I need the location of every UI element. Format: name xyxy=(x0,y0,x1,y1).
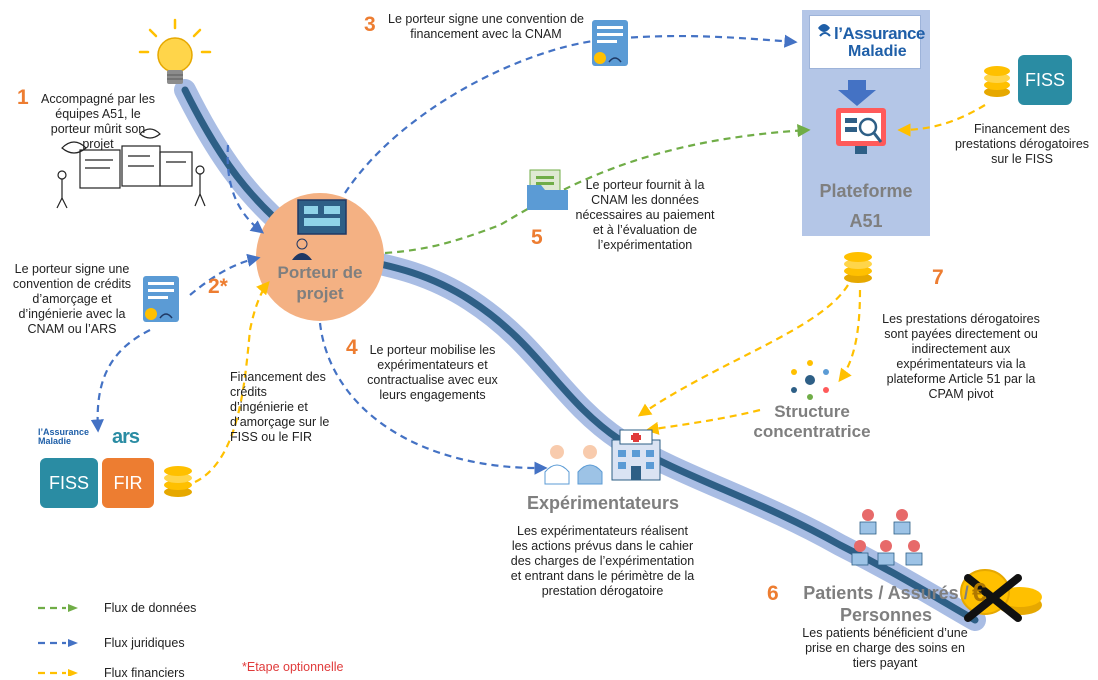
assurance-maladie-logo-mark xyxy=(818,24,831,37)
coin-stack-icon xyxy=(984,66,1010,97)
patients-desc: Les patients bénéficient d’une prise en … xyxy=(802,626,968,670)
coin-stack-icon xyxy=(844,252,872,283)
flux-financier-7b xyxy=(838,289,862,383)
assurance-maladie-logo: l’Assurance Maladie xyxy=(809,15,925,69)
flux-financier-7c xyxy=(645,408,761,435)
step-2-number: 2* xyxy=(208,275,228,298)
ars-logo: ars xyxy=(112,426,140,448)
contract-icon xyxy=(143,276,179,322)
structure-label: Structure concentratrice xyxy=(753,402,871,441)
step-5-number: 5 xyxy=(531,226,543,249)
flux-juridique-4 xyxy=(318,322,548,475)
legend-arrow-juridiques xyxy=(68,639,78,647)
step-1-number: 1 xyxy=(17,86,29,109)
experimentateurs-label: Expérimentateurs xyxy=(526,493,680,513)
am-logo-line2: Maladie xyxy=(848,43,907,60)
footnote-text: *Etape optionnelle xyxy=(242,660,344,674)
legend-arrow-financiers xyxy=(68,669,78,676)
euro-symbol: € xyxy=(972,577,987,607)
monitor-search-icon xyxy=(836,108,886,154)
crossed-euro-icon xyxy=(960,569,1042,622)
lightbulb-icon xyxy=(138,18,212,84)
contract-icon xyxy=(592,20,628,66)
flux-financier-7a xyxy=(637,284,849,417)
hospital-icon xyxy=(611,429,661,481)
step-4-number: 4 xyxy=(346,336,358,359)
legend-label-financiers: Flux financiers xyxy=(104,666,185,680)
step-7-number: 7 xyxy=(932,266,944,289)
porteur-label: Porteur de projet xyxy=(277,263,363,303)
am-small-line2: Maladie xyxy=(38,436,72,446)
footnote-optional-step: *Etape optionnelle xyxy=(242,660,343,674)
legend-label-juridiques: Flux juridiques xyxy=(104,636,185,650)
assurance-maladie-small-logo: l’Assurance Maladie xyxy=(38,428,102,446)
fiss-badge-small: FISS xyxy=(40,458,98,508)
doctor-nurse-icon xyxy=(544,445,603,485)
flux-financier-fiss xyxy=(897,104,986,137)
fir-badge: FIR xyxy=(102,458,154,508)
step-4-text: Le porteur mobilise les expérimentateurs… xyxy=(367,343,498,402)
fiss-badge: FISS xyxy=(1018,55,1072,105)
brainstorm-sketch-icon xyxy=(56,128,206,209)
step-1-text: Accompagné par les équipes A51, le porte… xyxy=(41,92,155,151)
folder-data-icon xyxy=(527,169,568,210)
flux-juridique-2a xyxy=(189,253,261,296)
step-3-number: 3 xyxy=(364,13,376,36)
plateforme-label: Plateforme A51 xyxy=(819,181,913,231)
fiss-financement-text: Financement des prestations dérogatoires… xyxy=(954,122,1090,166)
experimentateurs-desc: Les expérimentateurs réalisent les actio… xyxy=(510,524,695,598)
flux-juridique-2b xyxy=(90,329,151,433)
porteur-circle xyxy=(256,193,384,321)
step-2-financement-text: Financement des crédits d’ingénierie et … xyxy=(230,370,330,444)
step-2-text: Le porteur signe une convention de crédi… xyxy=(12,262,132,336)
step-7-text: Les prestations dérogatoires sont payées… xyxy=(882,312,1040,401)
down-arrow-icon xyxy=(838,80,876,106)
flux-donnees-5 xyxy=(384,124,811,255)
am-logo-line1: l’Assurance xyxy=(834,24,925,43)
patients-group-icon xyxy=(851,509,923,566)
network-icon xyxy=(791,360,829,400)
presenter-icon xyxy=(292,199,347,260)
flux-juridique-3 xyxy=(344,34,798,194)
coin-stack-icon xyxy=(164,466,192,497)
step-5-text: Le porteur fournit à la CNAM les données… xyxy=(575,178,715,252)
legend-lines xyxy=(38,604,78,676)
step-3-text: Le porteur signe une convention de finan… xyxy=(388,12,584,41)
patients-label: Patients / Assurés / Personnes xyxy=(803,583,969,625)
am-small-line1: l’Assurance xyxy=(38,427,90,437)
step-6-number: 6 xyxy=(767,582,779,605)
flux-financier-2 xyxy=(194,280,270,483)
flux-juridique-1 xyxy=(226,144,265,234)
legend-label-donnees: Flux de données xyxy=(104,601,197,615)
legend-arrow-donnees xyxy=(68,604,78,612)
